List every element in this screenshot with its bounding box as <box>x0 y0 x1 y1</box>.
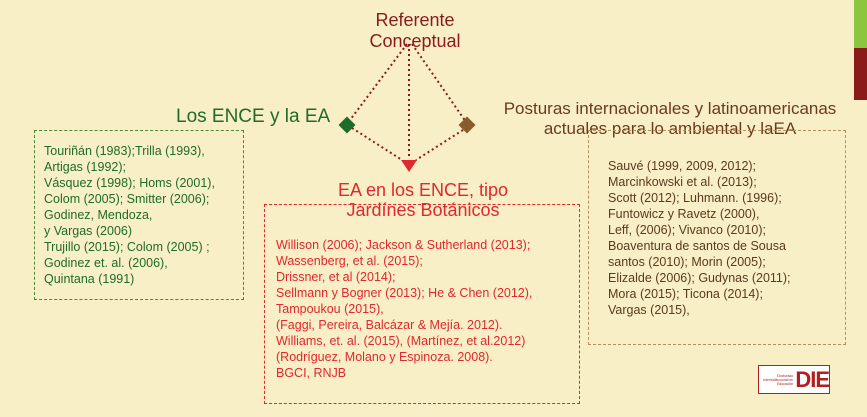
connector-top-right <box>411 43 467 123</box>
reference-item: Funtowicz y Ravetz (2000), <box>608 207 760 221</box>
box-right-refs <box>588 130 846 345</box>
heading-jardines-line1: EA en los ENCE, tipo <box>337 180 509 200</box>
accent-bar-red <box>854 48 867 100</box>
heading-jardines-line2: Jardínes Botánicos <box>346 200 500 220</box>
reference-item: (Rodríguez, Molano y Espinoza. 2008). <box>276 350 493 364</box>
reference-item: Sellmann y Bogner (2013); He & Chen (201… <box>276 286 533 300</box>
reference-item: Williams, et. al. (2015), (Martínez, et … <box>276 334 526 348</box>
reference-item: Artigas (1992); <box>44 160 126 174</box>
reference-item: Colom (2005); Smitter (2006); <box>44 192 210 206</box>
brown-diamond-marker <box>458 116 476 134</box>
reference-item: (Faggi, Pereira, Balcázar & Mejía. 2012)… <box>276 318 503 332</box>
heading-posturas: Posturas internacionales y latinoamerica… <box>500 99 840 139</box>
reference-item: Sauvé (1999, 2009, 2012); <box>608 159 757 173</box>
references-center: Willison (2006); Jackson & Sutherland (2… <box>276 237 576 381</box>
green-diamond-marker <box>338 116 356 134</box>
reference-item: y Vargas (2006) <box>44 224 133 238</box>
reference-item: Godinez et. al. (2006), <box>44 256 168 270</box>
heading-jardines: EA en los ENCE, tipo Jardínes Botánicos <box>328 180 518 220</box>
die-logo-text: DIE <box>795 366 830 392</box>
accent-bar-green <box>854 0 867 48</box>
reference-item: Boaventura de santos de Sousa <box>608 239 786 253</box>
reference-item: Leff, (2006); Vivanco (2010); <box>608 223 766 237</box>
box-left-refs <box>34 130 244 300</box>
reference-item: Tampoukou (2015), <box>276 302 384 316</box>
reference-item: BGCI, RNJB <box>276 366 347 380</box>
reference-item: Touriñán (1983);Trilla (1993), <box>44 144 205 158</box>
die-logo-subtitle: Doctorado Interinstitucional en Educació… <box>763 373 794 386</box>
reference-item: Quintana (1991) <box>44 272 135 286</box>
references-right: Sauvé (1999, 2009, 2012); Marcinkowski e… <box>608 158 843 318</box>
box-center-refs <box>264 204 580 404</box>
reference-item: Vásquez (1998); Homs (2001), <box>44 176 215 190</box>
connector-right-center <box>415 129 464 161</box>
diagram-title: Referente Conceptual <box>369 10 461 51</box>
red-arrow-marker <box>401 160 417 172</box>
reference-item: Godinez, Mendoza, <box>44 208 153 222</box>
reference-item: Drissner, et al (2014); <box>276 270 396 284</box>
die-logo: Doctorado Interinstitucional en Educació… <box>758 365 830 394</box>
reference-item: Elizalde (2006); Gudynas (2011); <box>608 271 791 285</box>
reference-item: Marcinkowski et al. (2013); <box>608 175 757 189</box>
connector-top-left <box>349 43 408 121</box>
reference-item: Mora (2015); Ticona (2014); <box>608 287 763 301</box>
reference-item: Willison (2006); Jackson & Sutherland (2… <box>276 238 531 252</box>
heading-posturas-line2: actuales para lo ambiental y laEA <box>543 119 797 138</box>
reference-item: santos (2010); Morin (2005); <box>608 255 766 269</box>
heading-posturas-line1: Posturas internacionales y latinoamerica… <box>503 99 837 118</box>
reference-item: Wassenberg, et al. (2015); <box>276 254 423 268</box>
reference-item: Vargas (2015), <box>608 303 690 317</box>
reference-item: Scott (2012); Luhmann. (1996); <box>608 191 782 205</box>
heading-ence-ea: Los ENCE y la EA <box>176 106 331 127</box>
reference-item: Trujillo (2015); Colom (2005) ; <box>44 240 210 254</box>
references-left: Touriñán (1983);Trilla (1993), Artigas (… <box>44 143 239 287</box>
connector-left-center <box>351 127 403 161</box>
